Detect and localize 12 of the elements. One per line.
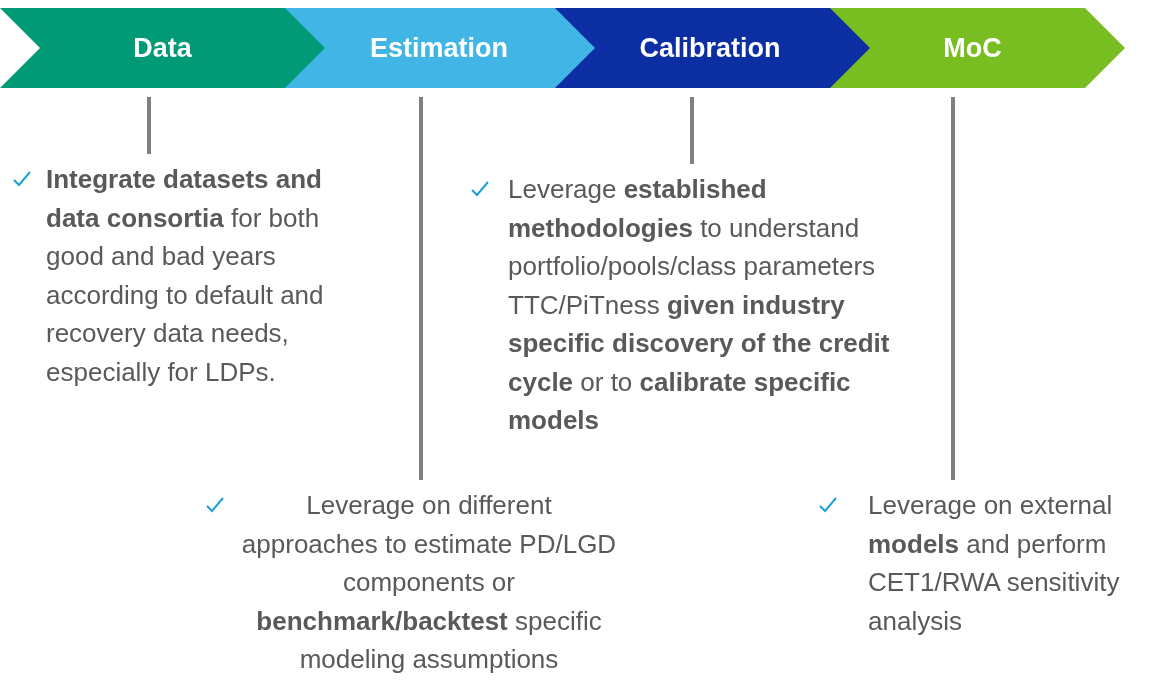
- bullet-text: Leverage on different approaches to estimate PD/LGD components or benchmark/backtest specific modeling assumptions: [240, 489, 618, 676]
- step-title: Data: [133, 31, 192, 65]
- step-title: MoC: [943, 31, 1002, 65]
- bullet-text: Integrate datasets and data consortia for both good and bad years according to default and recovery data needs, especially for LDPs.: [46, 163, 325, 389]
- connector-line: [690, 97, 694, 164]
- connector-line: [147, 97, 151, 154]
- step-title: Estimation: [370, 31, 508, 65]
- connector-line: [419, 97, 423, 480]
- bullet-text: Leverage established methodologies to understand portfolio/pools/class parameters TTC/PiTness given industry specific discovery of the credit cycle or to calibrate specific models: [508, 173, 891, 437]
- step-title: Calibration: [639, 31, 781, 65]
- bullet-text: Leverage on external models and perform CET1/RWA sensitivity analysis: [868, 489, 1121, 638]
- connector-line: [951, 97, 955, 480]
